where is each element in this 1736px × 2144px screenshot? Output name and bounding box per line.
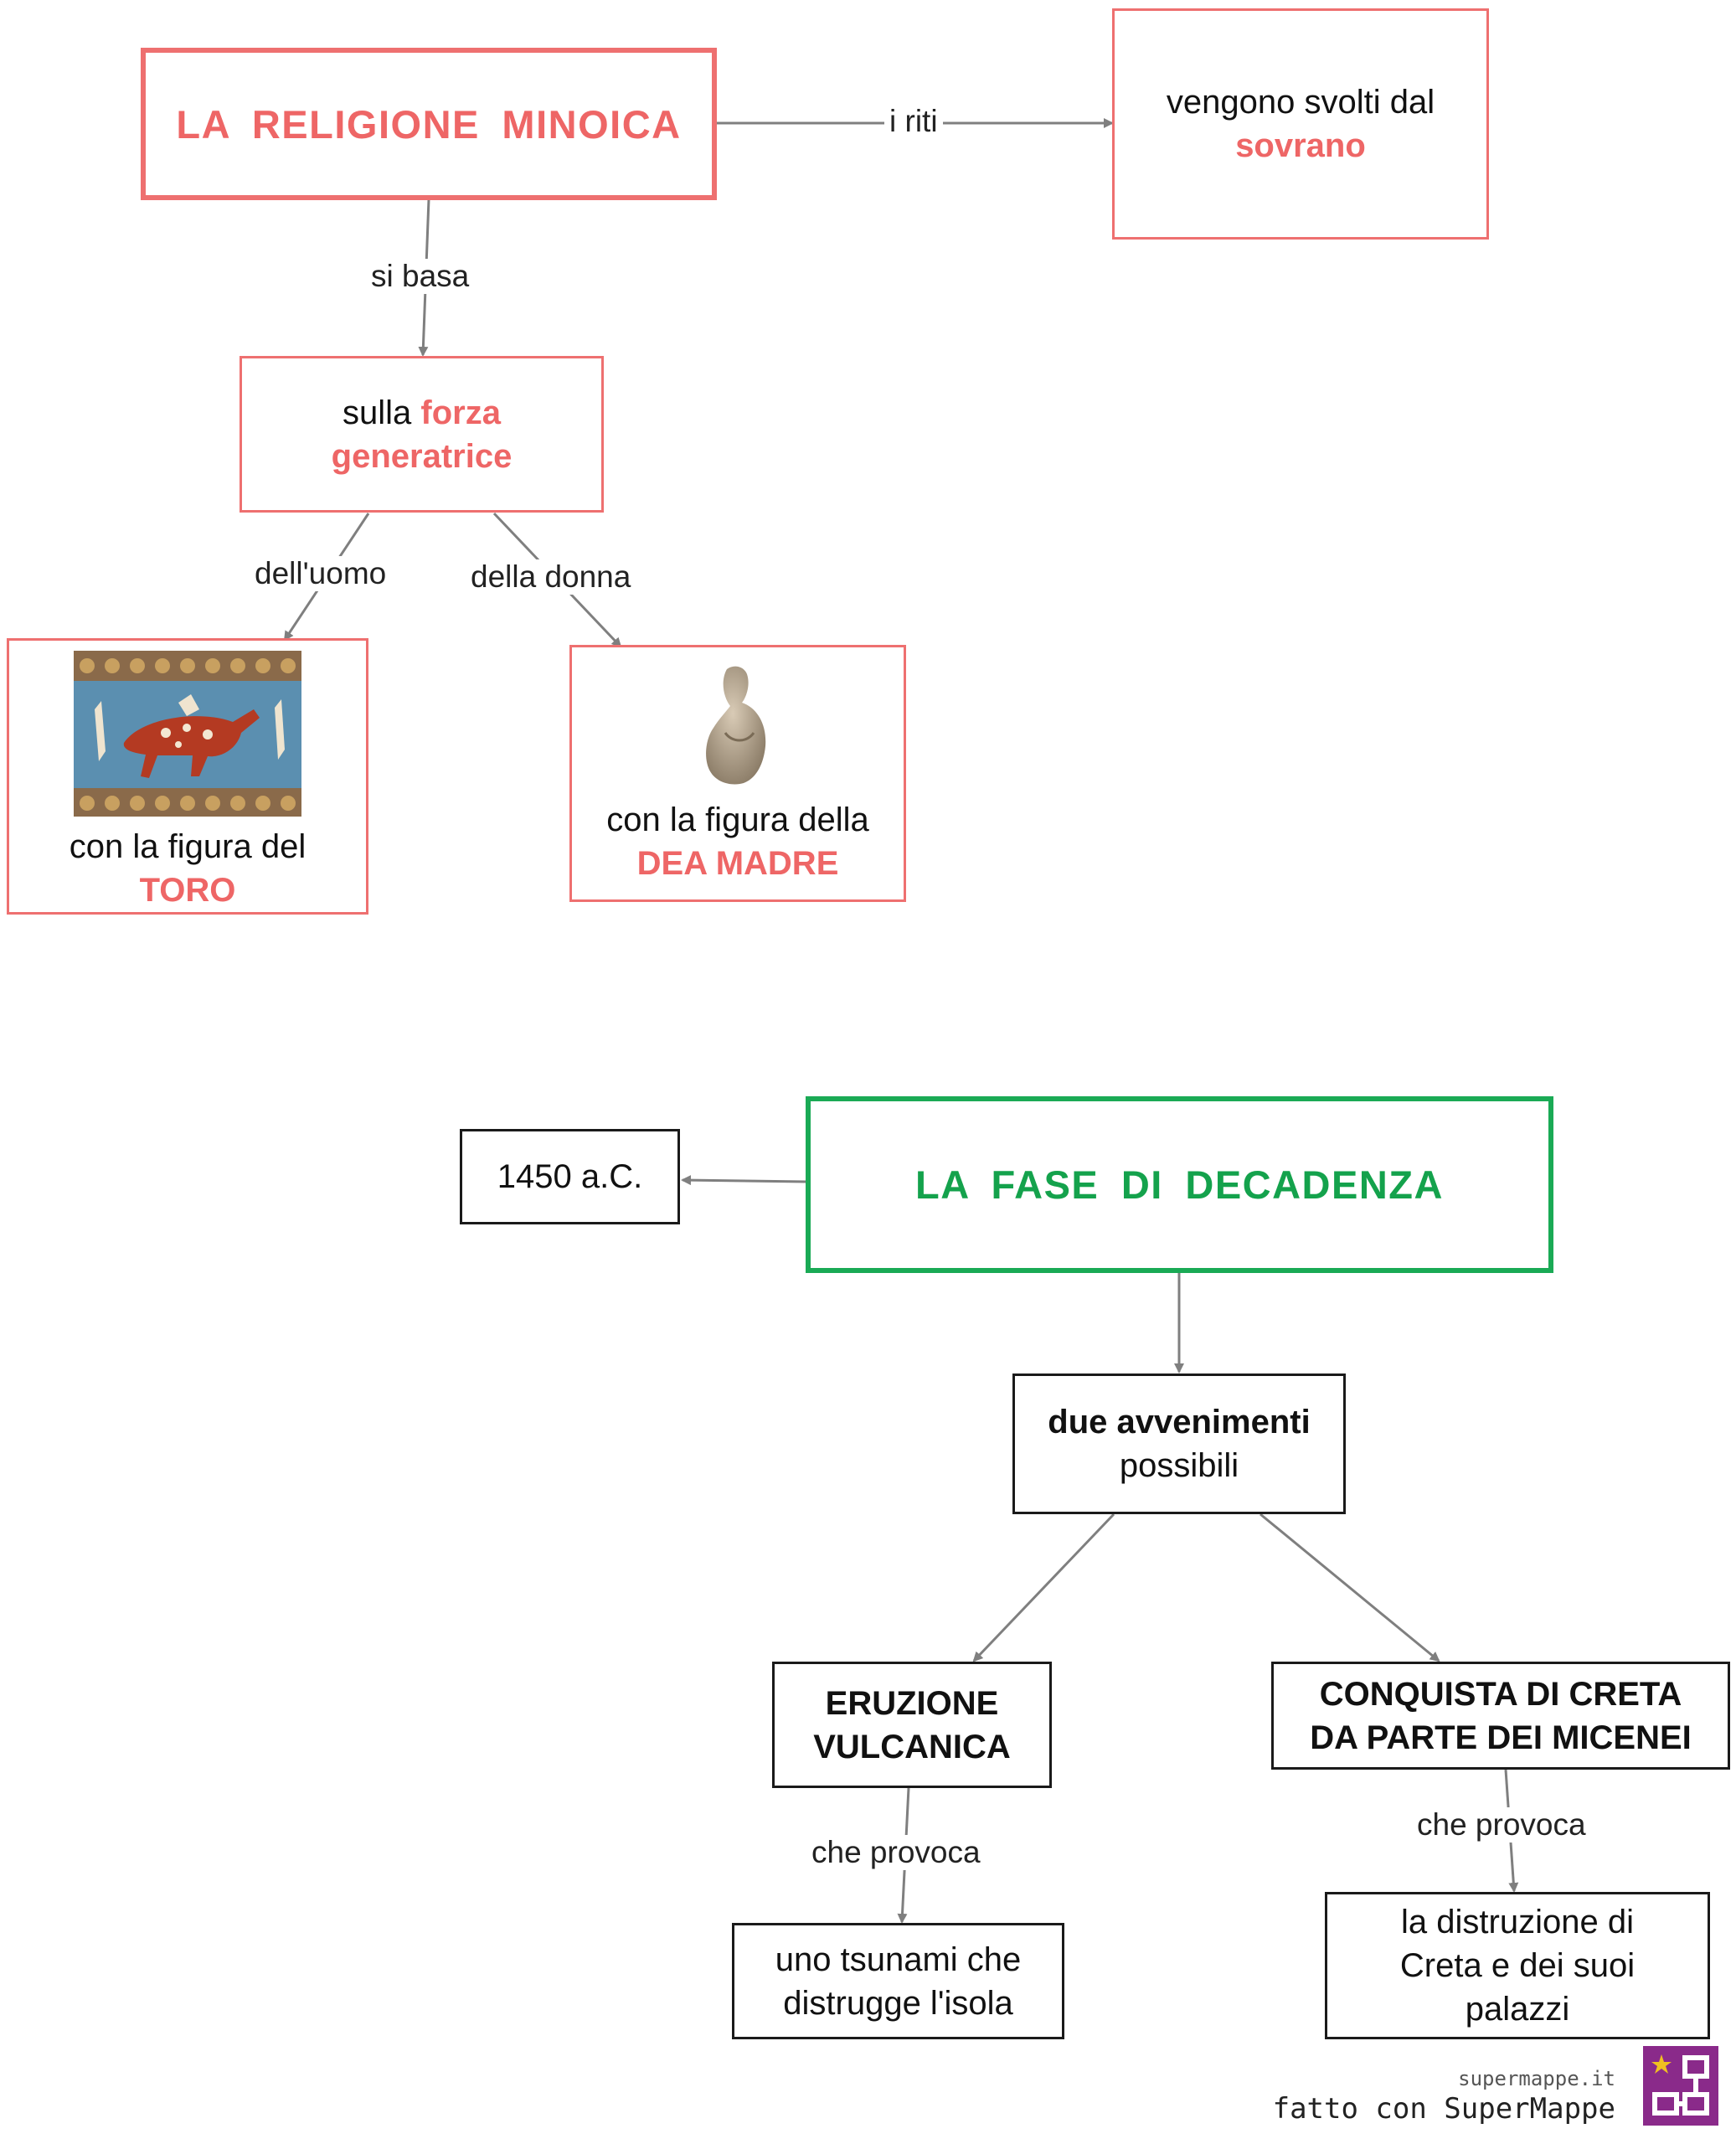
dea-line1: con la figura della	[606, 801, 869, 838]
forza-word2: generatrice	[331, 437, 513, 475]
edge-avvenimenti-eruzione	[972, 1513, 1115, 1662]
footer-credit: fatto con SuperMappe	[1272, 2092, 1615, 2126]
node-forza-generatrice: sulla forza generatrice	[240, 356, 604, 513]
node-eruzione-vulcanica: ERUZIONE VULCANICA	[772, 1662, 1052, 1788]
conquista-line1: CONQUISTA DI CRETA	[1319, 1675, 1682, 1713]
label-della-donna: della donna	[466, 559, 636, 595]
node-distruzione: la distruzione di Creta e dei suoi palaz…	[1325, 1892, 1710, 2039]
distruzione-line1: la distruzione di	[1401, 1904, 1634, 1940]
avvenimenti-rest: possibili	[1119, 1447, 1239, 1484]
node-toro: con la figura del TORO	[7, 638, 368, 915]
date-text: 1450 a.C.	[497, 1158, 643, 1195]
toro-line1: con la figura del	[69, 828, 307, 865]
conquista-line2: DA PARTE DEI MICENEI	[1310, 1719, 1692, 1756]
distruzione-line3: palazzi	[1465, 1991, 1570, 2028]
eruzione-line1: ERUZIONE	[825, 1684, 999, 1722]
avvenimenti-bold: due avvenimenti	[1048, 1404, 1311, 1440]
node-tsunami: uno tsunami che distrugge l'isola	[732, 1923, 1064, 2039]
node-due-avvenimenti: due avvenimenti possibili	[1012, 1374, 1346, 1514]
tsunami-line2: distrugge l'isola	[783, 1984, 1013, 2022]
forza-prefix: sulla	[343, 394, 412, 431]
dea-line2: DEA MADRE	[636, 845, 839, 882]
eruzione-line2: VULCANICA	[813, 1728, 1011, 1765]
label-dell-uomo: dell'uomo	[250, 556, 392, 591]
node-sovrano: vengono svolti dal sovrano	[1112, 8, 1489, 240]
title-religione-minoica: LA RELIGIONE MINOICA	[176, 101, 682, 147]
footer-site: supermappe.it	[1458, 2067, 1615, 2090]
sovrano-line2: sovrano	[1235, 127, 1366, 164]
node-dea-madre: con la figura della DEA MADRE	[569, 645, 906, 902]
label-i-riti: i riti	[884, 104, 943, 139]
node-religione-minoica: LA RELIGIONE MINOICA	[141, 48, 717, 200]
tsunami-line1: uno tsunami che	[775, 1940, 1022, 1978]
edge-avvenimenti-conquista	[1260, 1513, 1440, 1662]
node-date: 1450 a.C.	[460, 1129, 680, 1224]
forza-word1: forza	[420, 394, 501, 431]
toro-line2: TORO	[139, 872, 236, 909]
label-che-provoca-right: che provoca	[1412, 1807, 1591, 1842]
label-che-provoca-left: che provoca	[806, 1835, 986, 1870]
node-fase-decadenza: LA FASE DI DECADENZA	[806, 1096, 1553, 1273]
title-fase-decadenza: LA FASE DI DECADENZA	[915, 1162, 1444, 1207]
sovrano-line1: vengono svolti dal	[1166, 84, 1435, 121]
label-si-basa: si basa	[366, 259, 475, 294]
node-conquista-creta: CONQUISTA DI CRETA DA PARTE DEI MICENEI	[1271, 1662, 1730, 1770]
mother-goddess-statuette-image	[692, 662, 784, 788]
supermappe-logo-icon	[1643, 2046, 1718, 2126]
bull-leaping-fresco-image	[74, 651, 301, 817]
edge-decadenza-date	[681, 1175, 806, 1186]
distruzione-line2: Creta e dei suoi	[1399, 1947, 1636, 1984]
